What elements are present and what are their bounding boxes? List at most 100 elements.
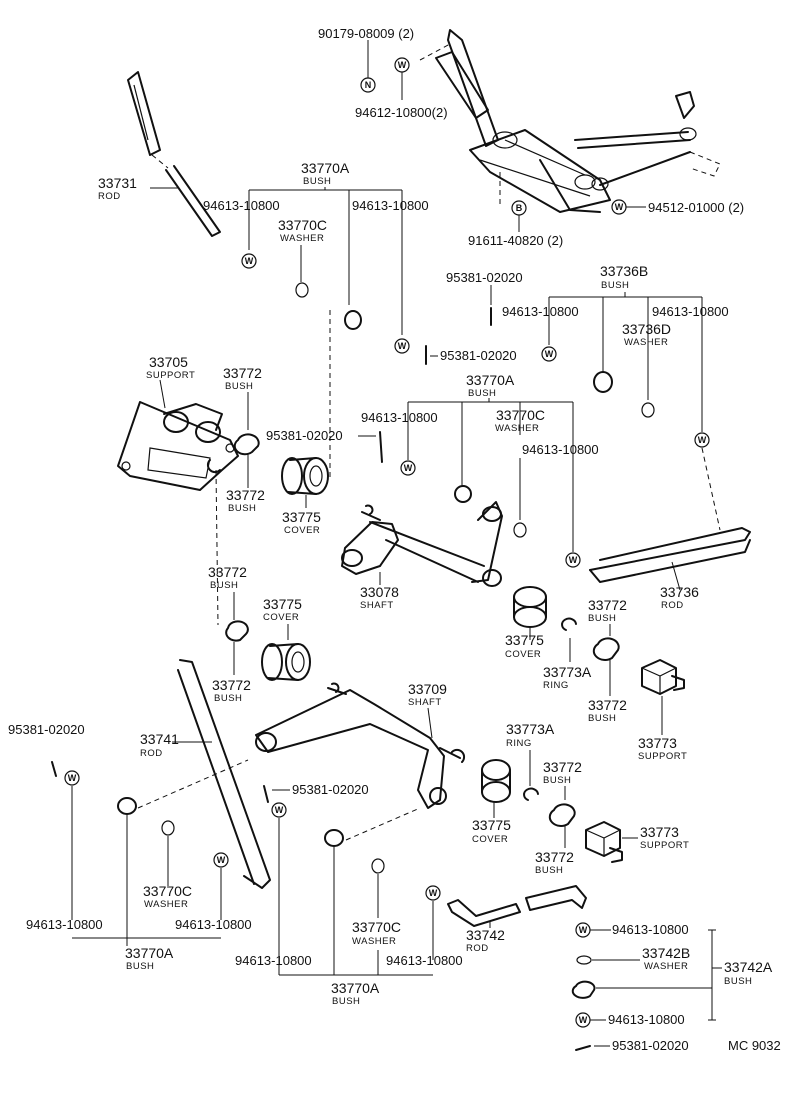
- washer-letter: W: [245, 256, 254, 266]
- part-number-95381-02020: 95381-02020: [8, 722, 85, 737]
- part-number-33770A: 33770A: [301, 160, 350, 176]
- washer-symbol: [694, 432, 710, 448]
- part-number-33772: 33772: [588, 697, 627, 713]
- washer-letter: W: [217, 855, 226, 865]
- part-number-95381-02020: 95381-02020: [266, 428, 343, 443]
- part-name-support: SUPPORT: [640, 840, 689, 851]
- part-name-bush: BUSH: [468, 388, 496, 399]
- part-name-rod: ROD: [661, 600, 684, 611]
- washer-letter: W: [429, 888, 438, 898]
- rod-33742-drawing: [447, 885, 587, 927]
- bush-33736B-part: [593, 371, 613, 393]
- part-number-33772: 33772: [543, 759, 582, 775]
- washer-letter: W: [68, 773, 77, 783]
- part-number-33770C: 33770C: [143, 883, 192, 899]
- part-number-33775: 33775: [282, 509, 321, 525]
- cover-33775-drawing: [281, 457, 329, 495]
- part-name-support: SUPPORT: [638, 751, 687, 762]
- part-number-95381-02020: 95381-02020: [292, 782, 369, 797]
- top-fastener-symbols: N W W B: [360, 40, 646, 232]
- bracket-33736B: [548, 292, 703, 432]
- part-name-washer: WASHER: [280, 233, 324, 244]
- part-number-33736B: 33736B: [600, 263, 648, 279]
- part-number-33773A: 33773A: [506, 721, 555, 737]
- part-number-94613-10800: 94613-10800: [612, 922, 689, 937]
- rod-33731-drawing: [127, 71, 221, 237]
- part-name-washer: WASHER: [352, 936, 396, 947]
- bracket-33742A: [708, 929, 722, 1021]
- bush-33770A-part: [324, 829, 344, 847]
- washer-symbol: [241, 253, 257, 269]
- part-number-94613-10800: 94613-10800: [235, 953, 312, 968]
- washer-33736D-part: [641, 402, 655, 418]
- ring-33773A-part: [523, 787, 539, 801]
- part-number-33742B: 33742B: [642, 945, 690, 961]
- part-number-94512-01000: 94512-01000 (2): [648, 200, 744, 215]
- part-number-33078: 33078: [360, 584, 399, 600]
- part-number-33709: 33709: [408, 681, 447, 697]
- part-name-washer: WASHER: [495, 423, 539, 434]
- part-number-33770C: 33770C: [496, 407, 545, 423]
- washer-symbol: [64, 770, 80, 786]
- part-name-ring: RING: [506, 738, 532, 749]
- diagram-code: MC 9032: [728, 1038, 781, 1053]
- part-name-bush: BUSH: [724, 976, 752, 987]
- washer-letter: W: [398, 341, 407, 351]
- part-number-33775: 33775: [505, 632, 544, 648]
- cotter-pin: [51, 761, 57, 777]
- washer-letter: W: [569, 555, 578, 565]
- part-number-94612-10800: 94612-10800(2): [355, 105, 448, 120]
- part-name-bush: BUSH: [214, 693, 242, 704]
- part-number-33705: 33705: [149, 354, 188, 370]
- part-name-bush: BUSH: [210, 580, 238, 591]
- part-name-bush: BUSH: [543, 775, 571, 786]
- washer-symbol: [425, 885, 441, 901]
- washer-letter: W: [404, 463, 413, 473]
- part-number-33736D: 33736D: [622, 321, 671, 337]
- part-name-ring: RING: [543, 680, 569, 691]
- part-name-washer: WASHER: [644, 961, 688, 972]
- shift-lever-assembly: [419, 29, 721, 213]
- part-number-33775: 33775: [472, 817, 511, 833]
- bracket-33770A-top: [248, 187, 403, 335]
- support-33773-drawing: [585, 821, 623, 863]
- washer-letter: W: [579, 925, 588, 935]
- shaft-33078-drawing: [341, 501, 503, 587]
- washer-symbol: [400, 460, 416, 476]
- washer-33770C-part: [513, 522, 527, 538]
- washer-letter: W: [698, 435, 707, 445]
- washer-33770C-part: [295, 282, 309, 298]
- bush-33772-part: [548, 803, 576, 827]
- part-number-95381-02020: 95381-02020: [440, 348, 517, 363]
- part-name-rod: ROD: [140, 748, 163, 759]
- part-number-33736: 33736: [660, 584, 699, 600]
- support-33705-drawing: [117, 401, 239, 491]
- part-number-33770A: 33770A: [331, 980, 380, 996]
- bush-33770A-part: [454, 485, 472, 503]
- part-name-bush: BUSH: [126, 961, 154, 972]
- part-number-95381-02020: 95381-02020: [612, 1038, 689, 1053]
- part-number-94613-10800: 94613-10800: [608, 1012, 685, 1027]
- part-name-washer: WASHER: [144, 899, 188, 910]
- washer-33770C-part: [371, 858, 385, 874]
- part-number-33772: 33772: [588, 597, 627, 613]
- part-number-33770C: 33770C: [278, 217, 327, 233]
- part-number-94613-10800: 94613-10800: [26, 917, 103, 932]
- bush-33772-part: [225, 620, 249, 642]
- rod-33736-drawing: [589, 527, 751, 571]
- part-number-94613-10800: 94613-10800: [203, 198, 280, 213]
- part-name-bush: BUSH: [332, 996, 360, 1007]
- part-number-33772: 33772: [535, 849, 574, 865]
- part-name-washer: WASHER: [624, 337, 668, 348]
- bolt-letter: B: [516, 203, 523, 213]
- part-number-33770C: 33770C: [352, 919, 401, 935]
- washer-symbol: [565, 552, 581, 568]
- part-name-bush: BUSH: [228, 503, 256, 514]
- washer-symbol: [394, 338, 410, 354]
- part-number-33773: 33773: [640, 824, 679, 840]
- part-number-90179-08009: 90179-08009 (2): [318, 26, 414, 41]
- part-number-91611-40820: 91611-40820 (2): [468, 233, 563, 248]
- part-number-33772: 33772: [226, 487, 265, 503]
